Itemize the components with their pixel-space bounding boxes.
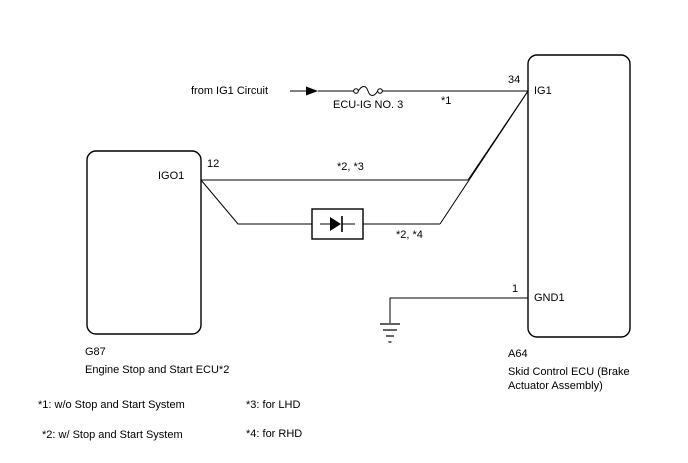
right-ecu-code: A64	[508, 348, 528, 360]
gnd1-pin-number: 1	[512, 283, 518, 295]
fuse-icon	[353, 86, 383, 96]
source-label: from IG1 Circuit	[191, 85, 268, 97]
note-1: *1: w/o Stop and Start System	[38, 399, 185, 411]
wire-rhd-left	[200, 179, 312, 225]
wire-note-1: *1	[441, 95, 451, 107]
ig1-pin-name: IG1	[534, 85, 552, 97]
right-ecu-name-line2: Actuator Assembly)	[508, 380, 603, 392]
source-arrow-head	[306, 86, 318, 96]
note-4: *4: for RHD	[246, 428, 302, 440]
engine-stop-start-ecu-box	[86, 150, 202, 335]
left-ecu-name: Engine Stop and Start ECU*2	[85, 364, 229, 376]
diode-icon	[320, 216, 355, 232]
fuse-label: ECU-IG NO. 3	[333, 99, 403, 111]
skid-control-ecu-box	[527, 54, 631, 338]
gnd1-pin-name: GND1	[534, 292, 565, 304]
wire-note-rhd: *2, *4	[396, 229, 423, 241]
note-2: *2: w/ Stop and Start System	[42, 429, 183, 441]
ground-icon	[380, 323, 400, 343]
wire-rhd-diagonal	[439, 90, 529, 225]
note-3: *3: for LHD	[246, 399, 300, 411]
igo1-pin-name: IGO1	[158, 170, 184, 182]
left-ecu-code: G87	[85, 346, 106, 358]
right-ecu-name-line1: Skid Control ECU (Brake	[508, 366, 630, 378]
wire-note-lhd: *2, *3	[337, 161, 364, 173]
igo1-pin-number: 12	[207, 158, 219, 170]
ig1-pin-number: 34	[508, 74, 520, 86]
wire-ground	[389, 297, 528, 323]
